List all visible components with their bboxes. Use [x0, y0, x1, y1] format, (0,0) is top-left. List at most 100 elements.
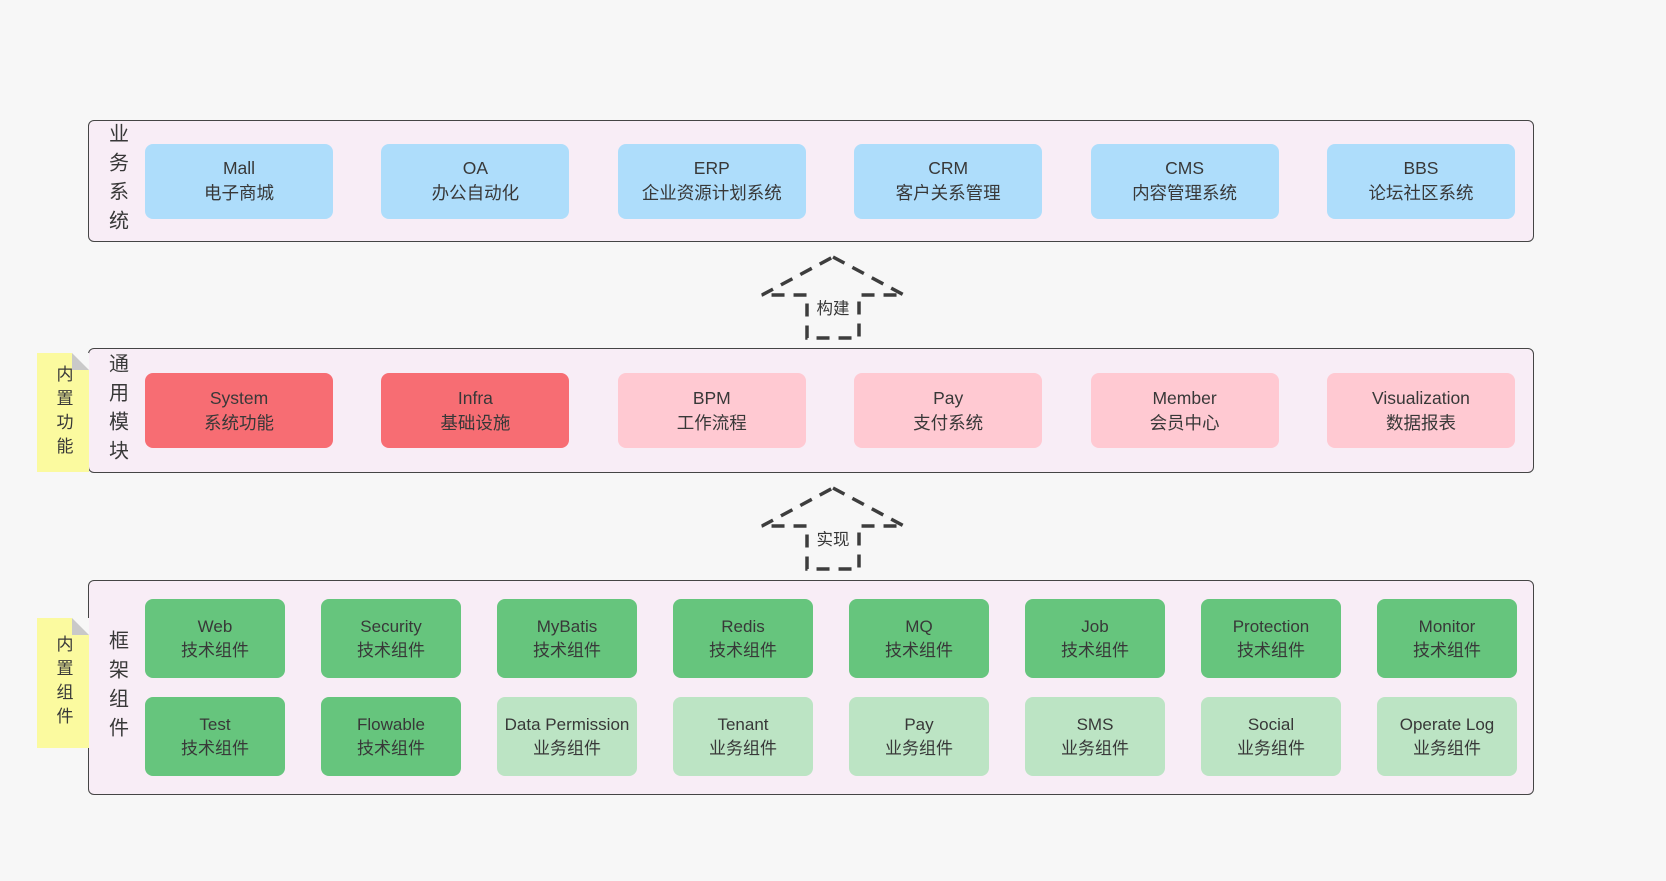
builtin-functions-note: 内置功能 — [37, 353, 89, 472]
box-mq: MQ 技术组件 — [849, 599, 989, 678]
box-redis: Redis 技术组件 — [673, 599, 813, 678]
box-desc: 支付系统 — [913, 412, 984, 433]
build-arrow-gap: 构建 — [0, 242, 1666, 348]
box-name: Social — [1247, 714, 1295, 734]
implement-arrow: 实现 — [758, 485, 908, 573]
box-monitor: Monitor 技术组件 — [1377, 599, 1517, 678]
box-desc: 业务组件 — [1061, 738, 1129, 758]
layer-label: 框架组件 — [105, 629, 128, 746]
box-job: Job 技术组件 — [1025, 599, 1165, 678]
box-name: CRM — [928, 158, 969, 179]
box-name: Monitor — [1418, 616, 1476, 636]
layer-common-modules: 内置功能 通用模块 System 系统功能 Infra 基础设施 BPM 工作流… — [37, 348, 1534, 473]
box-desc: 技术组件 — [1061, 640, 1129, 660]
box-name: Flowable — [356, 714, 426, 734]
box-sms: SMS 业务组件 — [1025, 697, 1165, 776]
component-grid: Web 技术组件 Security 技术组件 MyBatis 技术组件 Redi… — [145, 581, 1533, 794]
box-pay: Pay 支付系统 — [854, 373, 1043, 448]
box-desc: 业务组件 — [1413, 738, 1481, 758]
layer-label: 通用模块 — [105, 352, 128, 469]
box-name: MQ — [905, 616, 933, 636]
box-bbs: BBS 论坛社区系统 — [1326, 143, 1515, 219]
box-name: SMS — [1076, 714, 1114, 734]
box-operate-log: Operate Log 业务组件 — [1377, 697, 1517, 776]
box-desc: 技术组件 — [885, 640, 953, 660]
business-boxes: Mall 电子商城 OA 办公自动化 ERP 企业资源计划系统 CRM 客户关系… — [145, 121, 1533, 241]
box-visualization: Visualization 数据报表 — [1326, 373, 1515, 448]
box-desc: 技术组件 — [357, 640, 425, 660]
box-name: ERP — [693, 158, 730, 179]
box-desc: 技术组件 — [709, 640, 777, 660]
box-name: Visualization — [1371, 387, 1470, 408]
implement-arrow-label: 实现 — [812, 525, 854, 551]
box-name: System — [209, 387, 269, 408]
box-name: Test — [199, 714, 231, 734]
box-erp: ERP 企业资源计划系统 — [617, 143, 806, 219]
box-mybatis: MyBatis 技术组件 — [497, 599, 637, 678]
box-name: OA — [462, 158, 489, 179]
box-name: Operate Log — [1399, 714, 1495, 734]
layer-label-col: 框架组件 — [89, 581, 145, 794]
module-boxes: System 系统功能 Infra 基础设施 BPM 工作流程 Pay 支付系统… — [145, 349, 1533, 472]
layer-label-col: 业务系统 — [89, 121, 145, 241]
box-name: Job — [1081, 616, 1109, 636]
box-name: BBS — [1403, 158, 1439, 179]
box-desc: 系统功能 — [204, 412, 274, 433]
box-desc: 办公自动化 — [431, 183, 520, 203]
box-name: Member — [1152, 387, 1217, 408]
box-pay-biz: Pay 业务组件 — [849, 697, 989, 776]
box-security: Security 技术组件 — [321, 599, 461, 678]
box-desc: 客户关系管理 — [895, 183, 1001, 203]
box-name: CMS — [1165, 158, 1204, 179]
box-desc: 技术组件 — [1413, 640, 1481, 660]
box-name: Security — [360, 616, 422, 636]
note-label: 内置组件 — [53, 635, 73, 731]
box-system: System 系统功能 — [145, 373, 333, 448]
box-flowable: Flowable 技术组件 — [321, 697, 461, 776]
box-name: Protection — [1232, 616, 1310, 636]
box-desc: 会员中心 — [1149, 412, 1220, 433]
box-name: Web — [197, 616, 233, 636]
box-web: Web 技术组件 — [145, 599, 285, 678]
layer-label: 业务系统 — [105, 123, 128, 239]
component-row-1: Web 技术组件 Security 技术组件 MyBatis 技术组件 Redi… — [145, 599, 1517, 678]
box-desc: 业务组件 — [885, 738, 953, 758]
box-desc: 工作流程 — [676, 412, 747, 433]
box-desc: 技术组件 — [181, 738, 249, 758]
box-name: Infra — [457, 387, 493, 408]
layer-framework-components: 内置组件 框架组件 Web 技术组件 Security 技术组件 MyBatis… — [37, 580, 1534, 795]
box-name: Pay — [904, 714, 934, 734]
box-desc: 电子商城 — [204, 183, 274, 203]
box-test: Test 技术组件 — [145, 697, 285, 776]
box-name: Pay — [933, 387, 964, 408]
box-member: Member 会员中心 — [1090, 373, 1279, 448]
box-name: BPM — [692, 387, 731, 408]
box-infra: Infra 基础设施 — [381, 373, 570, 448]
box-name: Redis — [721, 616, 765, 636]
box-social: Social 业务组件 — [1201, 697, 1341, 776]
box-crm: CRM 客户关系管理 — [854, 143, 1043, 219]
box-mall: Mall 电子商城 — [145, 143, 333, 219]
box-desc: 企业资源计划系统 — [641, 183, 782, 203]
build-arrow: 构建 — [758, 254, 908, 342]
up-arrow-icon — [761, 486, 905, 571]
box-desc: 基础设施 — [440, 412, 511, 433]
box-desc: 数据报表 — [1385, 412, 1456, 433]
box-name: Data Permission — [504, 714, 630, 734]
box-desc: 技术组件 — [357, 738, 425, 758]
build-arrow-label: 构建 — [812, 294, 854, 320]
box-data-permission: Data Permission 业务组件 — [497, 697, 637, 776]
box-desc: 论坛社区系统 — [1368, 183, 1474, 203]
box-desc: 业务组件 — [1237, 738, 1305, 758]
up-arrow-icon — [761, 255, 905, 340]
box-name: Mall — [222, 158, 256, 179]
component-row-2: Test 技术组件 Flowable 技术组件 Data Permission … — [145, 697, 1517, 776]
layer-label-col: 通用模块 — [89, 349, 145, 472]
box-desc: 技术组件 — [533, 640, 601, 660]
box-desc: 内容管理系统 — [1132, 183, 1238, 203]
box-desc: 技术组件 — [181, 640, 249, 660]
box-tenant: Tenant 业务组件 — [673, 697, 813, 776]
box-name: MyBatis — [536, 616, 598, 636]
note-label: 内置功能 — [53, 364, 73, 461]
box-desc: 业务组件 — [709, 738, 777, 758]
